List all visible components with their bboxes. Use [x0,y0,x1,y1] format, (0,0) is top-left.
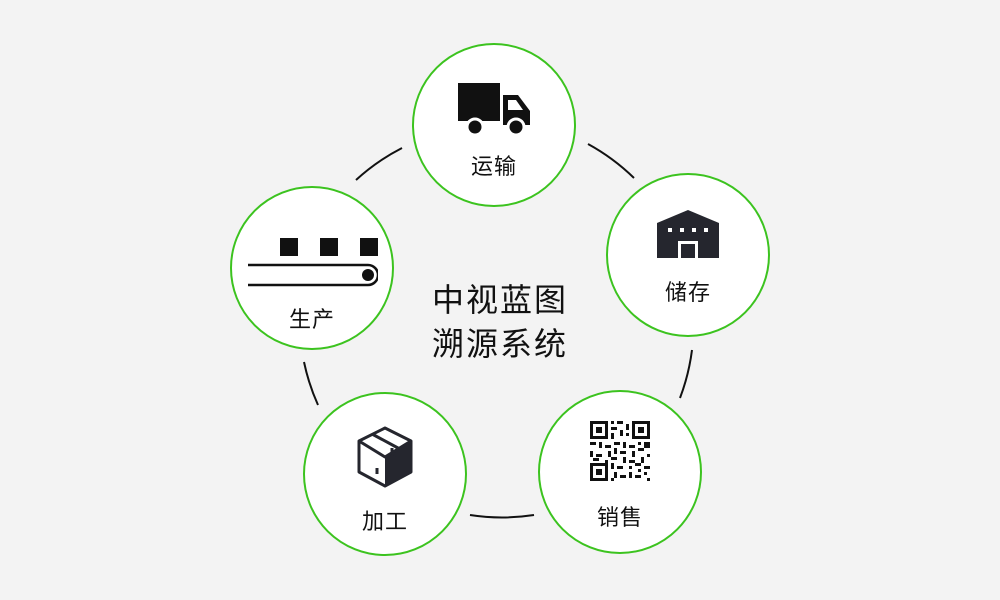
arc-processing-production [303,361,319,406]
center-title-line-2: 溯源系统 [431,325,568,363]
arc-production-transport [355,147,403,181]
node-processing: 加工 [303,392,467,556]
node-label-storage: 储存 [664,281,711,306]
node-transport: 运输 [412,43,576,207]
warehouse-icon [657,210,719,258]
node-label-transport: 运输 [470,155,517,180]
node-label-production: 生产 [288,308,335,333]
node-label-processing: 加工 [361,510,408,535]
node-production: 生产 [230,186,394,350]
center-title-line-1: 中视蓝图 [431,281,568,319]
arc-transport-storage [587,143,635,179]
qr-code-icon [589,420,651,482]
node-label-sales: 销售 [596,506,643,531]
truck-icon [458,83,530,137]
node-storage: 储存 [606,173,770,337]
arc-storage-sales [679,349,693,399]
conveyor-belt-icon [248,238,378,287]
arc-sales-processing [469,514,535,519]
center-title: 中视蓝图 溯源系统 [400,278,600,366]
node-sales: 销售 [538,390,702,554]
package-box-icon [357,426,413,488]
